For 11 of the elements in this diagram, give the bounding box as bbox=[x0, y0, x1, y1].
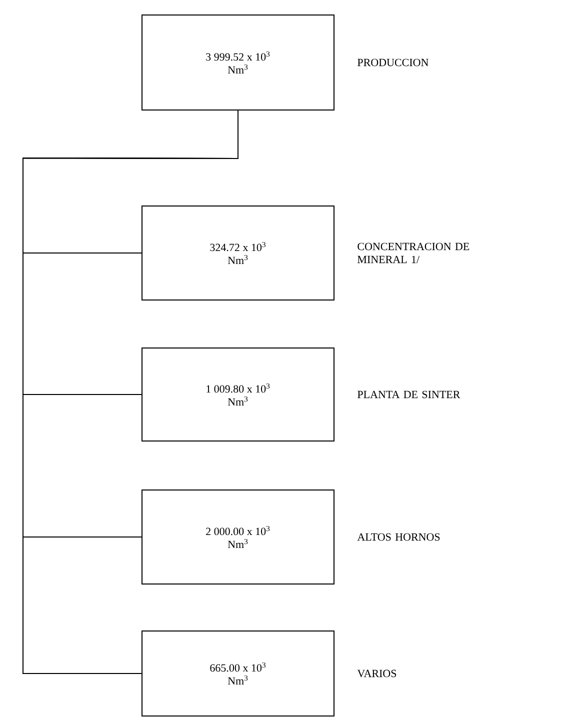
process-label: PRODUCCION bbox=[358, 58, 428, 66]
value-box: 324.72 x 10$^{3}$ Nm$^{3}$ bbox=[142, 206, 334, 300]
value-box: 2 000.00 x 10$^{3}$ Nm$^{3}$ bbox=[142, 490, 334, 584]
value-box: 1 009.80 x 10$^{3}$ Nm$^{3}$ bbox=[142, 348, 334, 442]
connector-line bbox=[22, 110, 238, 674]
process-label: VARIOS bbox=[357, 670, 396, 678]
process-label: PLANTA DE SINTER bbox=[358, 390, 460, 398]
process-label: CONCENTRACION DE MINERAL 1/ bbox=[358, 242, 470, 264]
value-box: 3 999.52 x 10$^{3}$ Nm$^{3}$ bbox=[142, 14, 334, 110]
value-box: 665.00 x 10$^{3}$ Nm$^{3}$ bbox=[142, 630, 334, 716]
process-label: ALTOS HORNOS bbox=[357, 533, 440, 541]
